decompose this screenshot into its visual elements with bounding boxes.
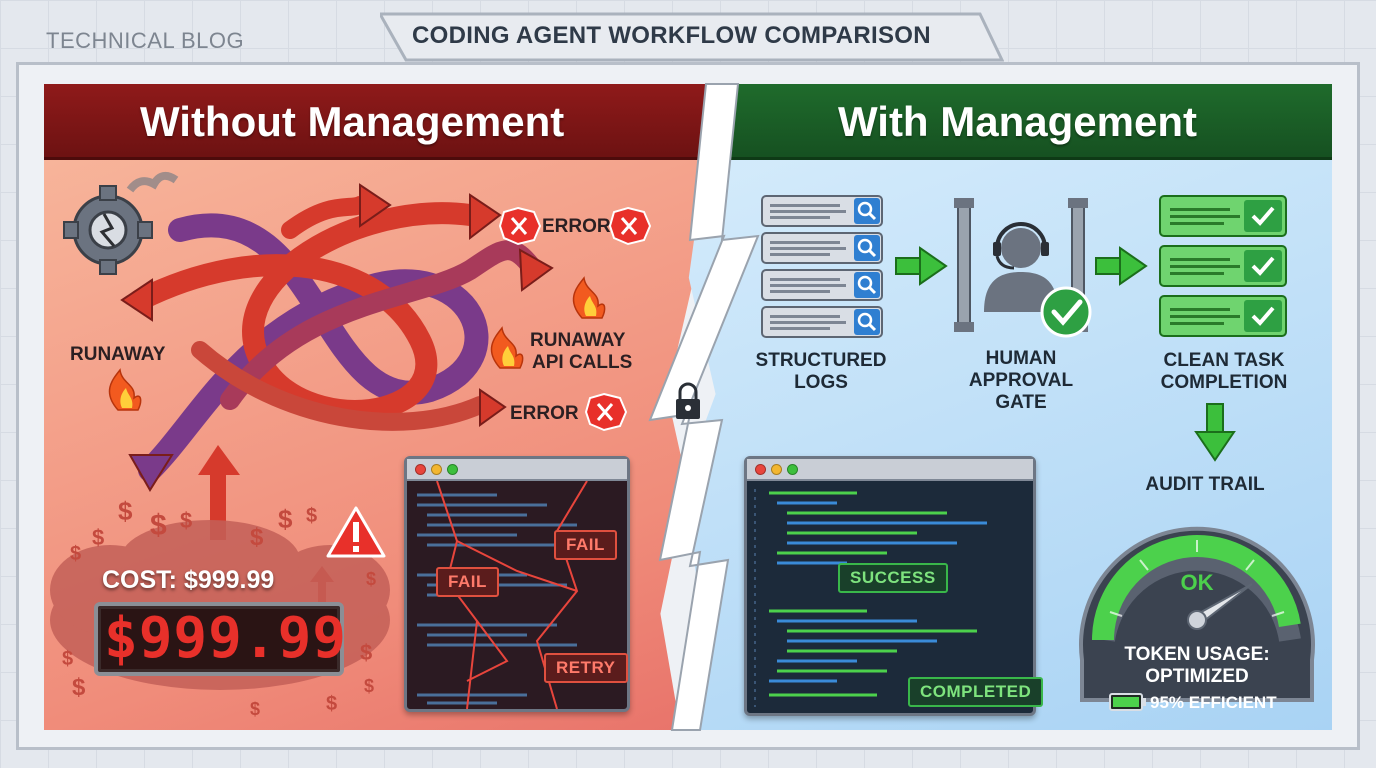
label-runaway: RUNAWAY <box>70 344 166 365</box>
cost-label: COST: $999.99 <box>102 566 275 594</box>
badge-fail: FAIL <box>554 530 617 560</box>
panel-header-good <box>675 84 1332 160</box>
svg-text:$: $ <box>250 524 264 551</box>
svg-text:$: $ <box>364 676 374 696</box>
label-line: STRUCTURED <box>755 350 887 371</box>
title-tab-shape <box>380 12 1004 62</box>
label-clean-task-completion: CLEAN TASK COMPLETION <box>1144 350 1304 394</box>
svg-text:$: $ <box>278 504 293 534</box>
badge-fail: FAIL <box>436 567 499 597</box>
svg-text:$: $ <box>326 693 337 715</box>
approval-gate <box>954 198 1092 338</box>
svg-text:$: $ <box>360 640 372 665</box>
svg-text:$: $ <box>306 505 317 527</box>
badge-completed: COMPLETED <box>908 677 1044 707</box>
svg-text:$: $ <box>118 496 133 526</box>
error-x-icon <box>498 206 542 246</box>
flame-icon <box>108 368 142 411</box>
arrow-down-icon <box>1194 403 1236 462</box>
error-x-icon <box>608 206 652 246</box>
token-gauge <box>1079 526 1315 702</box>
label-runaway-api-1: RUNAWAY <box>530 330 626 351</box>
checkmark-icon <box>1040 286 1092 338</box>
label-line: LOGS <box>794 372 848 393</box>
log-entry <box>761 269 883 301</box>
label-line: GATE <box>995 392 1047 413</box>
failing-code-lines <box>417 480 588 710</box>
log-entry <box>761 232 883 264</box>
terminal-titlebar <box>407 459 627 481</box>
gauge-status: OK <box>1180 570 1214 595</box>
page-title: CODING AGENT WORKFLOW COMPARISON <box>412 22 931 49</box>
label-human-approval-gate: HUMAN APPROVAL GATE <box>946 348 1096 414</box>
log-entry <box>761 195 883 227</box>
broken-gear-icon <box>63 171 179 275</box>
headset-user-icon <box>984 222 1058 312</box>
svg-text:$: $ <box>62 648 73 670</box>
label-line: APPROVAL <box>968 370 1074 391</box>
svg-text:$: $ <box>366 569 376 589</box>
svg-text:$: $ <box>250 699 260 719</box>
maximize-dot-icon <box>447 464 458 475</box>
svg-text:$: $ <box>70 543 81 565</box>
success-code-lines <box>754 489 987 707</box>
lock-icon <box>676 382 700 419</box>
close-dot-icon <box>755 464 766 475</box>
tangled-arrows <box>129 196 540 482</box>
minimize-dot-icon <box>431 464 442 475</box>
svg-text:$: $ <box>92 525 104 550</box>
panel-title-without: Without Management <box>140 98 565 145</box>
cost-display-value: $999.99 <box>104 606 348 671</box>
battery-icon <box>1109 693 1146 711</box>
svg-text:$: $ <box>72 674 86 701</box>
terminal-titlebar <box>747 459 1033 481</box>
structured-logs-stack <box>761 195 883 338</box>
cost-digital-display <box>94 602 344 676</box>
warning-icon <box>326 506 386 558</box>
label-audit-trail: AUDIT TRAIL <box>1145 474 1265 495</box>
gauge-label-line: TOKEN USAGE: <box>1124 644 1270 665</box>
gauge-label-line: OPTIMIZED <box>1145 666 1249 687</box>
close-dot-icon <box>415 464 426 475</box>
completion-list <box>1159 195 1287 337</box>
label-runaway-api-2: API CALLS <box>532 352 633 373</box>
lightning-divider <box>648 83 760 731</box>
arrow-heads <box>120 183 554 492</box>
flame-icon <box>572 276 606 319</box>
task-item <box>1159 195 1287 237</box>
label-line: HUMAN <box>985 348 1057 369</box>
panel-title-with: With Management <box>838 98 1197 145</box>
gauge-label: TOKEN USAGE: OPTIMIZED <box>1097 644 1297 688</box>
log-entry <box>761 306 883 338</box>
arrow-right-icon <box>895 246 948 286</box>
svg-text:$: $ <box>180 508 192 533</box>
svg-text:$: $ <box>150 509 167 542</box>
maximize-dot-icon <box>787 464 798 475</box>
label-line: COMPLETION <box>1160 372 1288 393</box>
panel-header-bad <box>44 84 714 160</box>
minimize-dot-icon <box>771 464 782 475</box>
label-line: CLEAN TASK <box>1163 350 1285 371</box>
gauge-efficiency: 95% EFFICIENT <box>1150 693 1277 712</box>
blog-category-label: TECHNICAL BLOG <box>46 28 245 53</box>
task-item <box>1159 245 1287 287</box>
error-x-icon <box>584 392 628 432</box>
label-error-top: ERROR <box>542 216 611 237</box>
dollar-sign-icon: $ $ $ $ $ $ $ $ $ $ $ $ $ $ $ <box>62 496 376 719</box>
label-structured-logs: STRUCTURED LOGS <box>746 350 896 394</box>
terminal-success <box>744 456 1036 716</box>
arrow-right-icon <box>1095 246 1148 286</box>
label-error-bottom: ERROR <box>510 403 579 424</box>
badge-retry: RETRY <box>544 653 628 683</box>
task-item <box>1159 295 1287 337</box>
flame-icon <box>490 326 524 369</box>
badge-success: SUCCESS <box>838 563 948 593</box>
gauge-fill <box>1092 535 1301 641</box>
